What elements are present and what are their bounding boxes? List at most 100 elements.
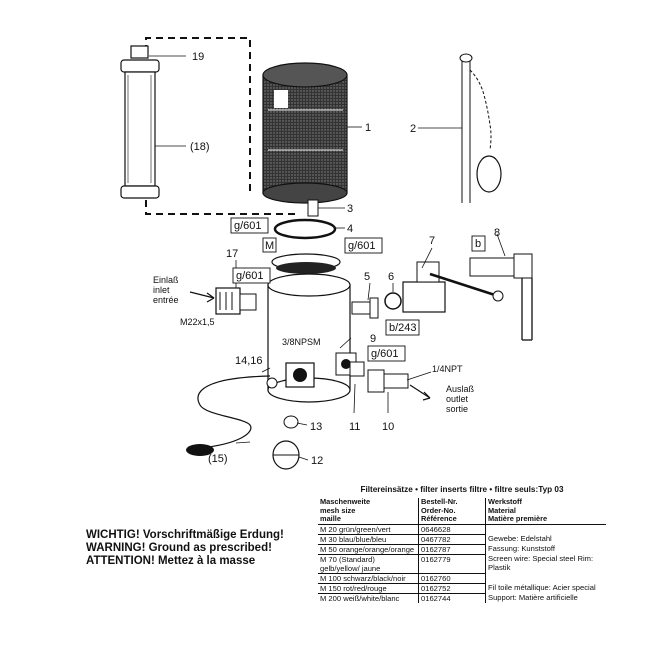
callout-7: 7 [429, 235, 435, 247]
material-cell: Fil toile métallique: Acier special [488, 583, 596, 592]
mesh-cell: M 50 orange/orange/orange [318, 544, 419, 555]
plug-13 [283, 415, 299, 429]
inlet-label-de: Einlaß [153, 275, 179, 285]
svg-text:g/601: g/601 [236, 270, 264, 282]
callout-g601-valve: g/601 [344, 237, 383, 254]
npsm-label: 3/8NPSM [282, 337, 321, 347]
order-cell: 0162752 [418, 583, 486, 594]
callout-b: b [471, 235, 486, 252]
washer-6 [384, 292, 402, 310]
callout-8: 8 [494, 227, 500, 239]
material-cell [486, 524, 607, 534]
outlet-arrow [409, 384, 431, 399]
warning-en: WARNING! Ground as prescribed! [86, 542, 272, 554]
callout-19: 19 [192, 51, 204, 63]
svg-text:M: M [265, 240, 274, 252]
callout-13: 13 [310, 421, 322, 433]
outlet-label-de: Auslaß [446, 384, 475, 394]
inlet-arrow [189, 291, 215, 299]
mesh-cell: M 150 rot/red/rouge [318, 583, 419, 594]
callout-9: 9 [370, 333, 376, 345]
exploded-parts-diagram: 19 (18) 1 2 3 4 7 8 17 5 6 9 14,16 13 11… [120, 37, 533, 470]
ball-valve-7 [402, 261, 504, 313]
table-row: M 20 grün/green/vert 0646628 [318, 524, 607, 535]
table-row: M 30 blau/blue/bleu 0467782 Gewebe: Edel… [318, 534, 606, 545]
filter-insert-18 [120, 45, 160, 199]
header-material: Werkstoff Material Matière première [485, 497, 606, 525]
callout-10: 10 [382, 421, 394, 433]
callout-b243: b/243 [385, 319, 420, 336]
callout-11: 11 [349, 421, 360, 433]
inlet-label-fr: entrée [153, 295, 179, 305]
callout-12: 12 [311, 455, 323, 467]
ground-cable-15 [186, 375, 278, 456]
svg-text:g/601: g/601 [234, 220, 262, 232]
outlet-label-en: outlet [446, 394, 469, 404]
order-cell: 0162779 [418, 554, 486, 574]
order-cell: 0162744 [418, 593, 486, 603]
table-row: M 100 schwarz/black/noir 0162760 [318, 573, 607, 584]
filter-table: Maschenweite mesh size maille Bestell-Nr… [318, 497, 607, 603]
material-cell: Screen wire: Special steel Rim: Plastik [488, 554, 594, 572]
warning-fr: ATTENTION! Mettez à la masse [86, 555, 256, 567]
warning-de: WICHTIG! Vorschriftmäßige Erdung! [86, 529, 284, 541]
callout-18: (18) [190, 141, 210, 153]
callout-g601-inlet: g/601 [232, 267, 271, 284]
order-cell: 0162760 [418, 573, 486, 584]
housing-body [267, 253, 357, 403]
ground-chain-2 [459, 53, 502, 203]
svg-text:g/601: g/601 [348, 240, 376, 252]
mesh-cell: M 20 grün/green/vert [318, 524, 419, 535]
outlet-thread: 1/4NPT [432, 364, 463, 374]
hose-fitting-8 [469, 253, 533, 341]
material-cell: Support: Matière artificielle [488, 593, 578, 602]
grounding-warning: WICHTIG! Vorschriftmäßige Erdung! WARNIN… [86, 529, 284, 568]
callout-1: 1 [365, 122, 371, 134]
svg-text:b: b [475, 238, 481, 250]
callout-15: (15) [208, 453, 228, 465]
nipple-11 [349, 361, 365, 377]
filter-table-title: Filtereinsätze • filter inserts filtre •… [360, 485, 564, 494]
mesh-cell: M 70 (Standard) gelb/yellow/ jaune [318, 554, 419, 574]
mesh-cell: M 100 schwarz/black/noir [318, 573, 419, 584]
filter-insert-table: Filtereinsätze • filter inserts filtre •… [318, 485, 606, 603]
inlet-label-en: inlet [153, 285, 170, 295]
callout-6: 6 [388, 271, 394, 283]
svg-text:b/243: b/243 [389, 322, 417, 334]
callout-17: 17 [226, 248, 238, 260]
material-cell [486, 573, 607, 583]
outlet-fitting-10 [367, 369, 409, 393]
table-row: M 150 rot/red/rouge 0162752 Fil toile mé… [318, 583, 606, 594]
inlet-fitting-17 [215, 287, 257, 315]
housing-cover-1 [262, 62, 348, 204]
order-cell: 0467782 [418, 534, 486, 545]
cap-12 [272, 440, 300, 470]
material-cell: Gewebe: Edelstahl [488, 534, 552, 543]
callout-m: M [262, 237, 277, 253]
table-row: M 70 (Standard) gelb/yellow/ jaune 01627… [318, 554, 606, 574]
callout-3: 3 [347, 203, 353, 215]
table-row: M 50 orange/orange/orange 0162787 Fassun… [318, 544, 606, 555]
dashed-assembly-line [145, 37, 300, 215]
svg-text:g/601: g/601 [371, 348, 399, 360]
callout-g601-outlet: g/601 [367, 345, 406, 362]
mesh-cell: M 200 weiß/white/blanc [318, 593, 419, 603]
callout-2: 2 [410, 123, 416, 135]
filter-spring-3 [307, 199, 319, 217]
o-ring-4 [273, 218, 337, 240]
callout-14-16: 14,16 [235, 355, 263, 367]
inlet-thread: M22x1,5 [180, 317, 215, 327]
callout-4: 4 [347, 223, 353, 235]
callout-g601-cover: g/601 [230, 217, 269, 234]
mesh-cell: M 30 blau/blue/bleu [318, 534, 419, 545]
order-cell: 0646628 [418, 524, 486, 535]
callout-5: 5 [364, 271, 370, 283]
check-valve-5 [351, 297, 379, 319]
header-mesh: Maschenweite mesh size maille [318, 497, 419, 525]
header-order: Bestell-Nr. Order-No. Référence [418, 497, 486, 525]
order-cell: 0162787 [418, 544, 486, 555]
table-header-row: Maschenweite mesh size maille Bestell-Nr… [318, 497, 606, 525]
outlet-label-fr: sortie [446, 404, 468, 414]
material-cell: Fassung: Kunststoff [488, 544, 555, 553]
table-row: M 200 weiß/white/blanc 0162744 Support: … [318, 593, 606, 603]
